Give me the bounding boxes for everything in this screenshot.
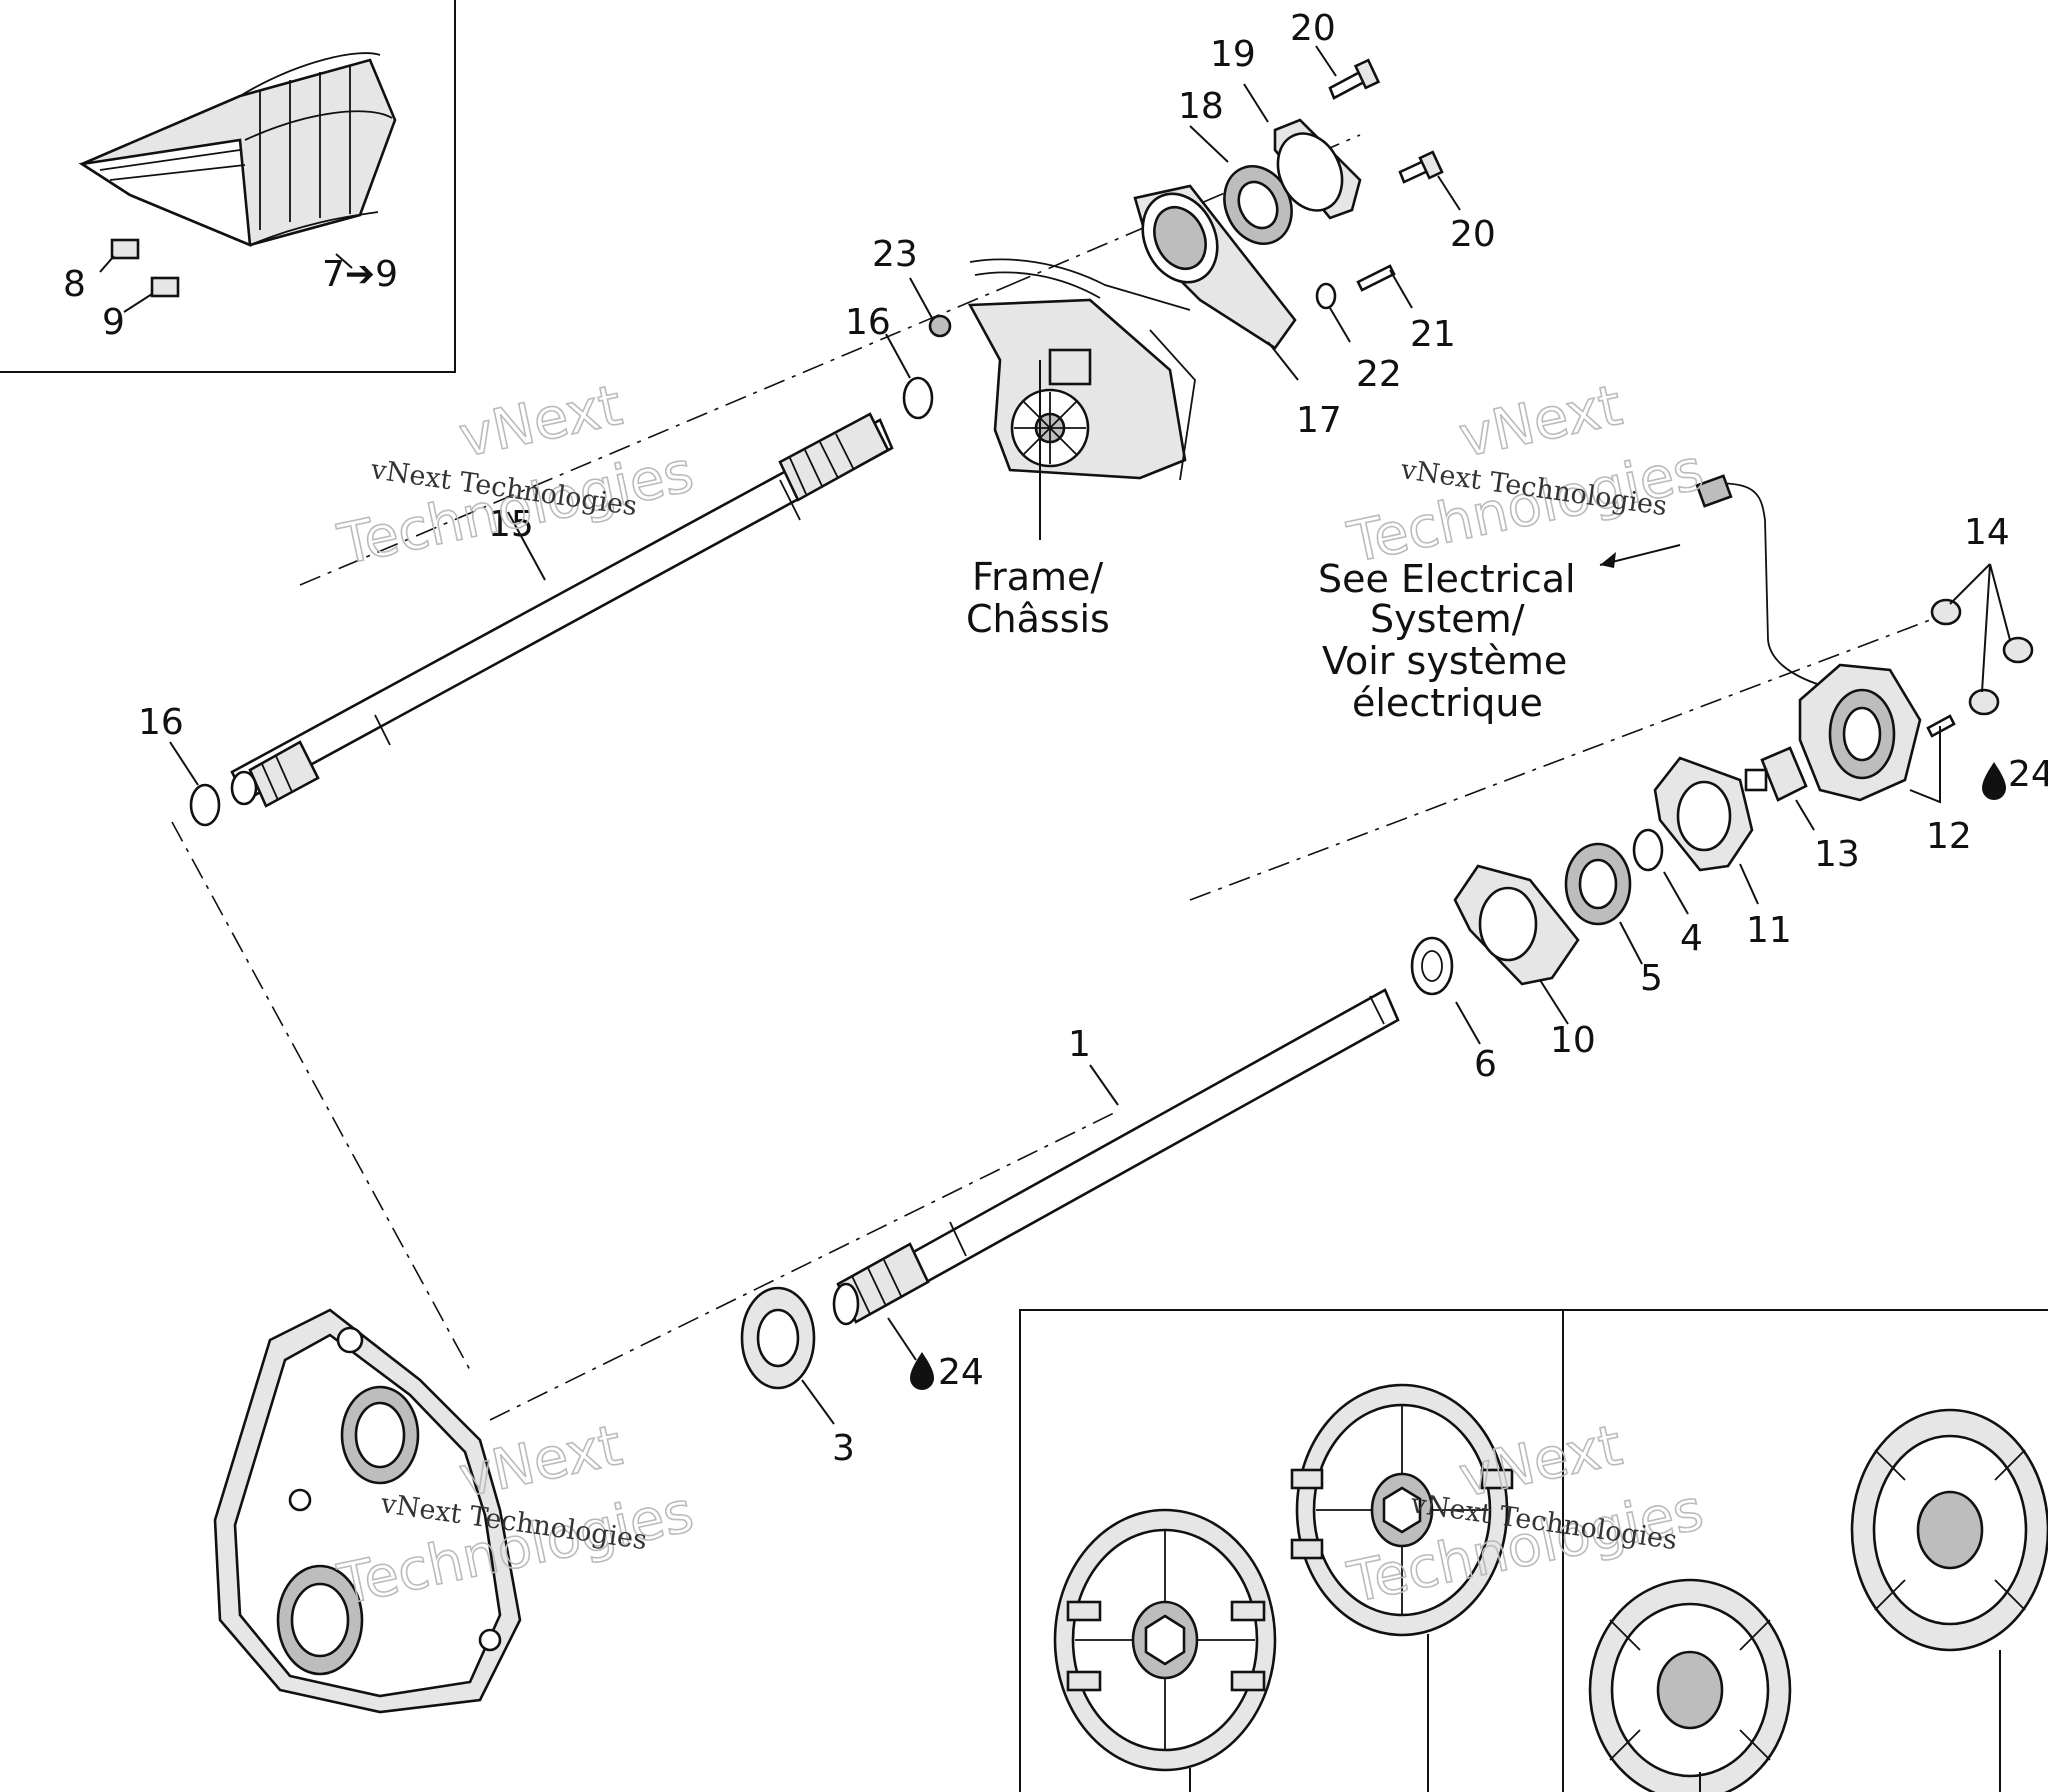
callout-13: 13 xyxy=(1814,834,1860,875)
o-ring-16-left xyxy=(189,783,221,827)
leader-14 xyxy=(1949,563,2011,693)
sprocket-right-a xyxy=(1588,1578,1792,1792)
svg-text:vNext: vNext xyxy=(454,1413,628,1511)
elec-note-line2: System/ xyxy=(1370,597,1525,641)
callout-20-right: 20 xyxy=(1450,214,1496,255)
sprocket-left-b xyxy=(1290,1383,1514,1637)
leader-13 xyxy=(1795,799,1815,831)
leader-6 xyxy=(1455,1001,1481,1045)
leader-1 xyxy=(1089,1064,1119,1106)
callout-5: 5 xyxy=(1640,958,1663,999)
leader-12 xyxy=(1909,726,1941,804)
inset-track-box xyxy=(0,0,456,373)
frame-label-line2: Châssis xyxy=(966,597,1110,641)
seal-3 xyxy=(740,1286,816,1390)
callout-19: 19 xyxy=(1210,34,1256,75)
connector-plug xyxy=(1695,474,1733,508)
sensor-nut-13 xyxy=(1760,746,1808,802)
leader-17 xyxy=(1267,341,1299,381)
callout-14: 14 xyxy=(1964,512,2010,553)
callout-23: 23 xyxy=(872,234,918,275)
watermark-brand: vNext xyxy=(454,373,628,471)
callout-24-lower: 24 xyxy=(938,1352,984,1393)
bolts-20-21-22 xyxy=(1315,58,1444,310)
svg-text:vNext: vNext xyxy=(1454,373,1628,471)
nut-23 xyxy=(928,314,952,338)
leader-22 xyxy=(1329,307,1351,343)
bearing-18 xyxy=(1223,165,1293,245)
elec-note-line4: électrique xyxy=(1352,681,1543,725)
elec-note-line3: Voir système xyxy=(1322,639,1567,683)
sprocket-left-a xyxy=(1053,1508,1277,1772)
leader-19 xyxy=(1243,83,1269,123)
leader-24-lower xyxy=(887,1317,917,1361)
inset-sprocket-box xyxy=(1019,1309,2048,1792)
leader-4 xyxy=(1663,871,1689,915)
axis-upper xyxy=(299,284,1011,586)
lower-drive-shaft-1 xyxy=(832,988,1400,1326)
leader-20-top xyxy=(1315,45,1337,77)
nuts-14 xyxy=(1930,598,2034,716)
callout-16-left: 16 xyxy=(138,702,184,743)
upper-drive-shaft xyxy=(230,412,894,808)
frame-chassis xyxy=(928,258,1196,481)
callout-16-right: 16 xyxy=(845,302,891,343)
leader-21 xyxy=(1389,269,1413,309)
arrow-right-icon xyxy=(1600,552,1616,568)
callout-20-top: 20 xyxy=(1290,8,1336,49)
leader-10 xyxy=(1539,979,1569,1025)
flange-19 xyxy=(1273,118,1362,220)
o-ring-16-right xyxy=(902,376,934,420)
callout-6: 6 xyxy=(1474,1044,1497,1085)
leader-16-right xyxy=(885,333,911,379)
callout-24-upper: 24 xyxy=(2008,754,2048,795)
leader-11 xyxy=(1739,863,1759,905)
chaincase-housing xyxy=(213,1308,522,1714)
elec-note-line1: See Electrical xyxy=(1318,557,1576,601)
axis-lower xyxy=(489,1109,1121,1421)
callout-4: 4 xyxy=(1680,918,1703,959)
axis-lower-right xyxy=(1189,619,1931,901)
callout-22: 22 xyxy=(1356,354,1402,395)
sprocket-right-b xyxy=(1850,1408,2048,1652)
upper-bearing-plate-17 xyxy=(1133,184,1297,350)
callout-15: 15 xyxy=(488,504,534,545)
leader-23 xyxy=(909,277,933,319)
leader-5 xyxy=(1619,921,1643,965)
axis-diagonal xyxy=(171,821,471,1371)
speed-sensor-wire xyxy=(1711,482,1821,686)
ring-4 xyxy=(1632,828,1664,872)
leader-20-right xyxy=(1437,175,1461,211)
callout-9: 9 xyxy=(102,302,125,343)
leader-18 xyxy=(1189,125,1229,163)
track-illustration xyxy=(78,52,397,313)
callout-3: 3 xyxy=(832,1428,855,1469)
bearing-cover-12 xyxy=(1798,663,1956,802)
callout-8: 8 xyxy=(63,264,86,305)
axis-upper-right xyxy=(1009,134,1361,286)
leader-16-left xyxy=(169,741,199,786)
callout-1: 1 xyxy=(1068,1024,1091,1065)
callout-7-9: 7➔9 xyxy=(322,254,398,295)
callout-11: 11 xyxy=(1746,910,1792,951)
callout-21: 21 xyxy=(1410,314,1456,355)
callout-18: 18 xyxy=(1178,86,1224,127)
oil-drop-icon xyxy=(910,1352,934,1390)
callout-10: 10 xyxy=(1550,1020,1596,1061)
frame-label-line1: Frame/ xyxy=(972,555,1103,599)
callout-12: 12 xyxy=(1926,816,1972,857)
callout-17: 17 xyxy=(1296,400,1342,441)
leader-15 xyxy=(507,511,546,581)
washer-6 xyxy=(1410,936,1454,996)
leader-3 xyxy=(801,1379,835,1425)
oil-drop-icon-upper xyxy=(1982,762,2006,800)
